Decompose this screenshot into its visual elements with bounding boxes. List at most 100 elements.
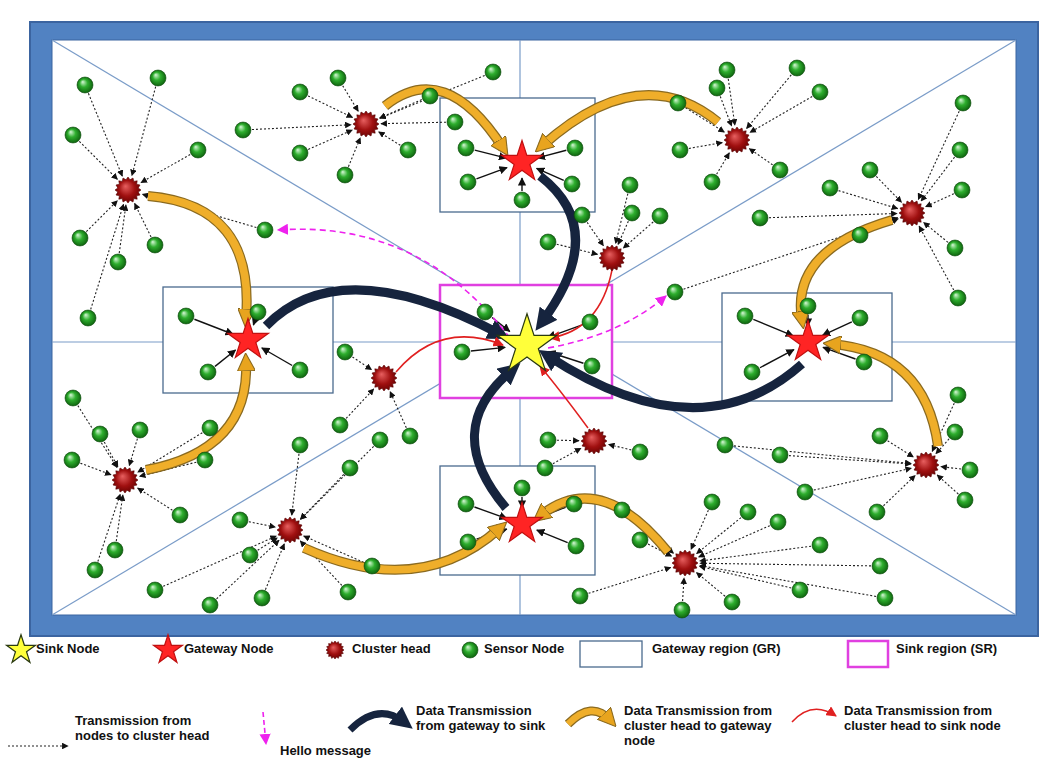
- sensor-node: [340, 584, 356, 600]
- member-link: [308, 130, 352, 149]
- member-link: [78, 406, 117, 468]
- sensor-node: [852, 227, 868, 243]
- sensor-node: [872, 558, 888, 574]
- gateway-node: [228, 318, 269, 357]
- sensor-node: [190, 142, 206, 158]
- gateway-node: [502, 140, 543, 179]
- gateway-nodes: [228, 140, 829, 541]
- legend-swatch: [462, 642, 478, 658]
- sensor-node: [947, 424, 963, 440]
- gateway-member-link: [537, 530, 568, 543]
- ch-gateway-arrow: [146, 362, 246, 470]
- cluster-head: [112, 467, 138, 493]
- member-link: [839, 191, 898, 209]
- sensor-node: [447, 114, 463, 130]
- member-link: [769, 213, 897, 217]
- sensor-node: [568, 538, 584, 554]
- sensor-node: [147, 237, 163, 253]
- sink-node: [497, 314, 557, 371]
- member-link: [747, 75, 792, 129]
- sensor-node: [462, 642, 478, 658]
- sensor-node: [724, 594, 740, 610]
- member-link: [135, 203, 151, 236]
- cluster-head: [326, 641, 344, 659]
- legend-label: Gateway region (GR): [652, 642, 822, 657]
- member-link: [379, 132, 401, 145]
- sensor-node: [372, 432, 388, 448]
- cluster-head: [115, 177, 141, 203]
- legend-label: Transmission from nodes to cluster head: [75, 714, 225, 744]
- legend-ch-gateway-arrow-edge: [568, 711, 610, 724]
- sensor-node: [822, 180, 838, 196]
- member-link: [919, 226, 954, 290]
- divider-line: [52, 40, 1016, 615]
- legend-label: Sink region (SR): [896, 642, 1036, 657]
- member-link: [924, 222, 948, 242]
- sensor-node: [292, 437, 308, 453]
- sensor-node: [812, 84, 828, 100]
- legend-gateway-icon: [154, 635, 183, 663]
- sensor-node: [789, 60, 805, 76]
- member-link: [728, 79, 735, 125]
- sensor-node: [132, 422, 148, 438]
- sensor-node: [566, 496, 582, 512]
- ch-gateway-arrow: [801, 220, 892, 320]
- member-link: [700, 563, 871, 566]
- sensor-node: [744, 364, 760, 380]
- sensor-node: [172, 507, 188, 523]
- member-link: [119, 205, 126, 253]
- sensor-node: [772, 162, 788, 178]
- sensor-node: [632, 532, 648, 548]
- legend-ch-gateway-arrow: [568, 711, 610, 724]
- sensor-node: [202, 420, 218, 436]
- gateway-member-link: [215, 350, 235, 366]
- member-link: [720, 96, 731, 126]
- sensor-node: [232, 512, 248, 528]
- sensor-node: [364, 558, 380, 574]
- sensor-node: [292, 84, 308, 100]
- sensor-node: [64, 452, 80, 468]
- member-link: [141, 154, 190, 182]
- ch-gateway-arrow-edge: [148, 196, 247, 318]
- member-link: [308, 96, 352, 118]
- cluster-heads: [112, 111, 939, 576]
- legend-label: Sink Node: [36, 642, 156, 657]
- ch-gateway-arrow-edge: [385, 89, 503, 148]
- gateway-member-link: [521, 178, 522, 191]
- member-link: [129, 439, 137, 466]
- sensor-node: [110, 254, 126, 270]
- sensor-node: [622, 177, 638, 193]
- hello-message: [278, 229, 510, 338]
- sensor-node: [337, 344, 353, 360]
- ch-gateway-arrow-edge: [146, 362, 246, 470]
- legend-gateway-region: [580, 641, 642, 667]
- gateway-member-link: [253, 320, 255, 324]
- legend-swatch: [848, 641, 888, 667]
- gateway-member-link: [471, 347, 505, 351]
- sensor-node: [752, 210, 768, 226]
- gateway-sink-arrow: [474, 370, 512, 508]
- member-link: [79, 141, 117, 179]
- sensor-node: [147, 582, 163, 598]
- member-link: [381, 122, 446, 123]
- sensor-node: [584, 358, 600, 374]
- member-link: [88, 93, 122, 176]
- sensor-node: [852, 310, 868, 326]
- sensor-node: [954, 182, 970, 198]
- member-link: [734, 446, 911, 464]
- hello-message: [548, 296, 666, 348]
- legend-label: Data Transmission from cluster head to g…: [624, 704, 779, 749]
- cluster-head: [724, 127, 750, 153]
- gateway-member-link: [753, 319, 793, 335]
- sensor-node: [514, 480, 530, 496]
- cluster-head: [371, 365, 397, 391]
- sensor-node: [330, 70, 346, 86]
- member-link: [116, 495, 123, 541]
- sensor-node: [624, 205, 640, 221]
- legend-swatch: [263, 712, 266, 744]
- member-link: [814, 468, 912, 490]
- legend-label: Data Transmission from gateway to sink: [416, 704, 551, 734]
- legend-swatch: [580, 641, 642, 667]
- legend-ch-sink-arrow: [792, 709, 836, 722]
- member-link: [883, 475, 915, 505]
